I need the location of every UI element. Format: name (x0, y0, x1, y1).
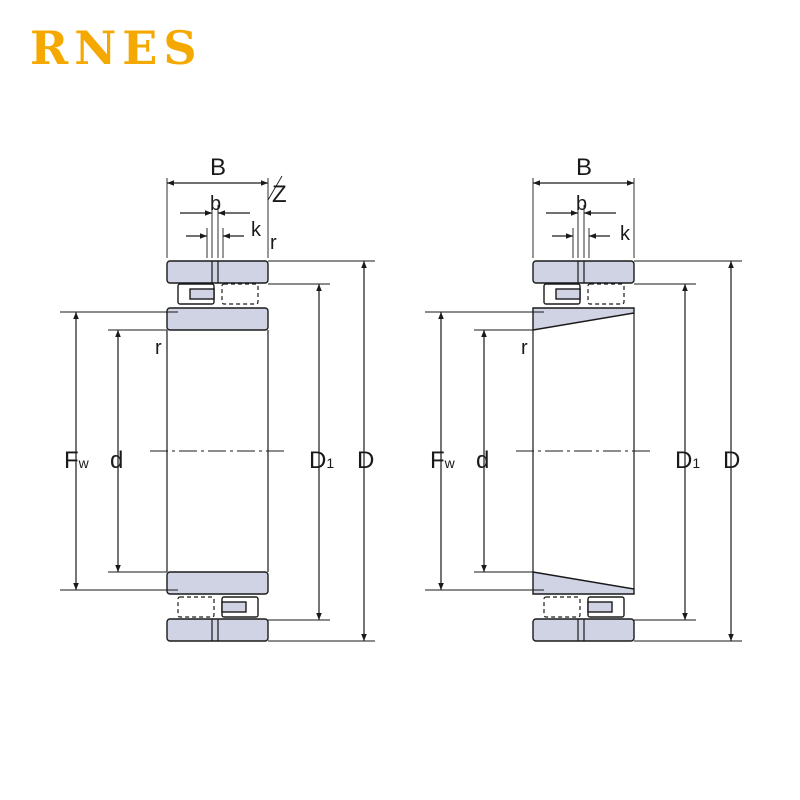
right-inner-ring-bottom (532, 571, 635, 595)
right-label-Fw: Fw (430, 447, 456, 474)
left-label-b: b (210, 193, 221, 215)
left-cage-top (189, 288, 215, 300)
left-label-Z: Z (272, 181, 287, 208)
left-inner-ring-top (166, 307, 269, 331)
left-label-D: D (357, 447, 374, 474)
right-inner-ring-top (532, 307, 635, 331)
right-label-D: D (723, 447, 740, 474)
right-label-k: k (620, 223, 631, 245)
left-cage-bottom (221, 601, 247, 613)
right-label-r-inner: r (521, 337, 528, 359)
right-label-b: b (576, 193, 587, 215)
left-label-r-top: r (270, 232, 277, 254)
right-bearing-diagram: B b k r Fw d D1 D (425, 154, 742, 642)
left-label-k: k (251, 219, 262, 241)
right-roller-top-2 (587, 283, 625, 305)
left-label-r-inner: r (155, 337, 162, 359)
right-label-B: B (576, 154, 592, 181)
right-cage-bottom (587, 601, 613, 613)
right-cage-top (555, 288, 581, 300)
left-label-Fw: Fw (64, 447, 90, 474)
left-roller-top-2 (221, 283, 259, 305)
right-label-D1: D1 (675, 447, 700, 474)
right-label-d: d (476, 447, 489, 474)
left-bearing-diagram: B b k r Z r Fw d D1 D (60, 154, 375, 642)
left-label-d: d (110, 447, 123, 474)
brand-logo: RNES (30, 21, 203, 75)
left-label-B: B (210, 154, 226, 181)
left-roller-bottom-1 (177, 596, 215, 618)
left-label-D1: D1 (309, 447, 334, 474)
right-roller-bottom-1 (543, 596, 581, 618)
left-inner-ring-bottom (166, 571, 269, 595)
